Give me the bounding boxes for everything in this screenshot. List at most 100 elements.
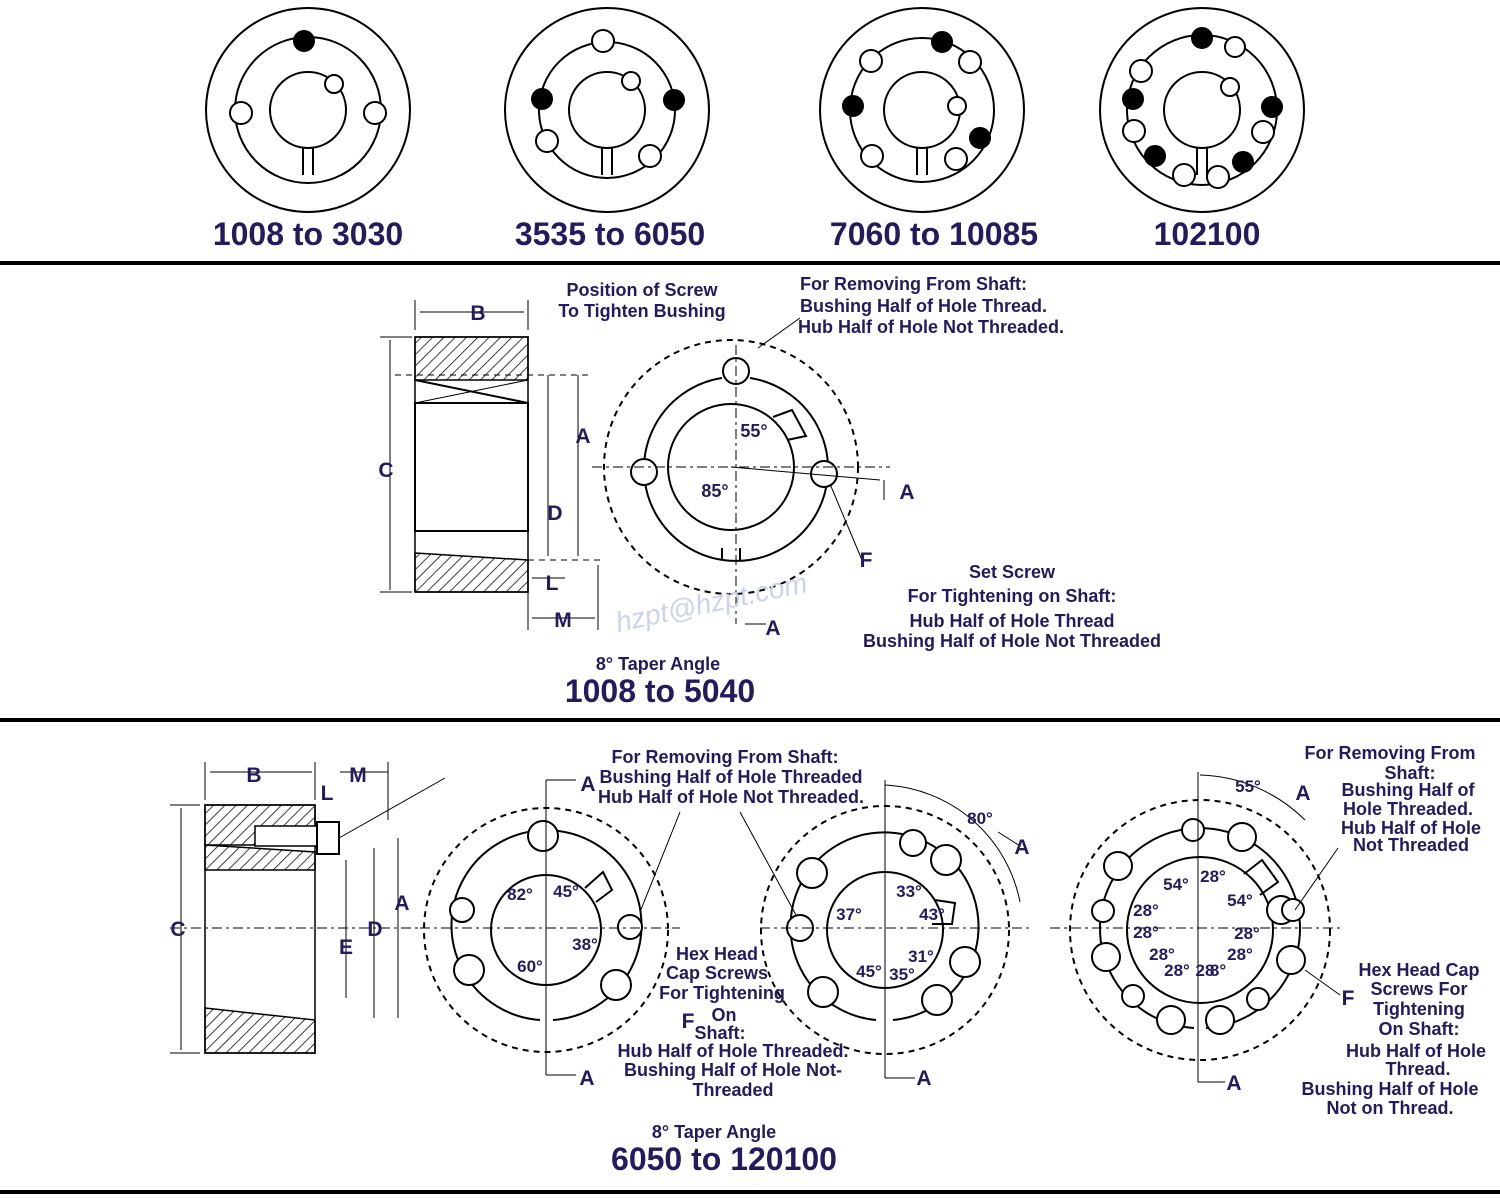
removing-label-2: Bushing Half of Hole Thread. [800, 296, 1047, 316]
side-section-view-large [170, 762, 446, 1054]
screw-position-label-2: To Tighten Bushing [558, 301, 725, 321]
set-screw-label-3: Hub Half of Hole Thread [909, 611, 1114, 631]
angle-28-e: 28° [1227, 945, 1253, 964]
range-label-6050-120100: 6050 to 120100 [611, 1141, 837, 1177]
hex-right-2: Screws For [1370, 979, 1467, 999]
taper-angle-label-bottom: 8° Taper Angle [652, 1122, 776, 1142]
angle-28-d: 28° [1149, 945, 1175, 964]
section-mark-a-bottom-2: A [916, 1067, 931, 1090]
hex-center-4: On [712, 1005, 737, 1025]
bushing-face-3535-6050 [504, 7, 710, 213]
hex-right-1: Hex Head Cap [1358, 960, 1479, 980]
hex-center-7: Bushing Half of Hole Not- [624, 1060, 842, 1080]
front-view-small [592, 317, 890, 625]
dim-label-l-large: L [321, 782, 334, 805]
angle-80: 80° [967, 809, 993, 828]
caption-7060-10085: 7060 to 10085 [830, 216, 1038, 252]
section-mark-a-bottom-1: A [579, 1067, 594, 1090]
section-mark-a-top-2: A [1014, 836, 1029, 859]
angle-60: 60° [517, 957, 543, 976]
set-screw-label-4: Bushing Half of Hole Not Threaded [863, 631, 1161, 651]
angle-28-g: 28 [1196, 961, 1215, 980]
section-mark-a-bottom-3: A [1226, 1072, 1241, 1095]
hex-right-6: Thread. [1385, 1059, 1450, 1079]
angle-54-left: 54° [1163, 875, 1189, 894]
dim-label-b-large: B [246, 764, 261, 787]
removing-label-1: For Removing From Shaft: [800, 274, 1027, 294]
caption-1008-3030: 1008 to 3030 [213, 216, 403, 252]
front-view-6-screw [760, 780, 1030, 1079]
set-screw-label-2: For Tightening on Shaft: [908, 586, 1117, 606]
section-mark-a-right: A [899, 481, 914, 504]
taper-angle-label-mid: 8° Taper Angle [596, 654, 720, 674]
dim-label-d: D [547, 502, 562, 525]
angle-28-c: 28° [1234, 924, 1260, 943]
set-screw-label-1: Set Screw [969, 562, 1056, 582]
dim-label-b: B [470, 302, 485, 325]
section-mark-a-top-3: A [1295, 782, 1310, 805]
removing-right-1: For Removing From [1304, 743, 1475, 763]
side-section-view-small [380, 300, 600, 630]
dim-label-m-large: M [349, 764, 367, 787]
removing-center-1: For Removing From Shaft: [611, 747, 838, 767]
removing-label-3: Hub Half of Hole Not Threaded. [798, 317, 1064, 337]
hex-right-8: Not on Thread. [1327, 1098, 1454, 1118]
hex-center-2: Cap Screws [666, 963, 768, 983]
angle-8: 8° [1210, 961, 1226, 980]
dim-label-c: C [378, 459, 393, 482]
hex-center-3: For Tightening [659, 983, 785, 1003]
hex-right-7: Bushing Half of Hole [1302, 1079, 1479, 1099]
removing-center-2: Bushing Half of Hole Threaded [599, 767, 862, 787]
caption-3535-6050: 3535 to 6050 [515, 216, 705, 252]
hex-center-8: Threaded [692, 1080, 773, 1100]
angle-82: 82° [507, 885, 533, 904]
removing-right-6: Not Threaded [1353, 835, 1469, 855]
angle-55: 55° [740, 421, 767, 441]
angle-43: 43° [919, 905, 945, 924]
angle-31: 31° [908, 947, 934, 966]
hex-center-5: Shaft: [695, 1023, 746, 1043]
removing-right-3: Bushing Half of [1342, 780, 1476, 800]
dim-label-l: L [546, 572, 559, 595]
bushing-face-1008-3030 [205, 7, 411, 213]
dim-label-e: E [339, 936, 353, 959]
hex-right-5: Hub Half of Hole [1346, 1041, 1486, 1061]
dim-label-c-large: C [170, 918, 185, 941]
dim-label-a-large: A [394, 892, 409, 915]
front-view-3-screw [420, 779, 797, 1076]
angle-85: 85° [701, 481, 728, 501]
angle-33: 33° [896, 882, 922, 901]
angle-37: 37° [836, 905, 862, 924]
section-mark-a-bottom: A [765, 617, 780, 640]
bushing-face-102100 [1099, 7, 1305, 213]
angle-55-right: 55° [1235, 777, 1261, 796]
section-mark-a-top-1: A [580, 773, 595, 796]
angle-45-mid: 45° [856, 962, 882, 981]
bushing-face-7060-10085 [819, 7, 1025, 213]
angle-45-left: 45° [553, 882, 579, 901]
removing-right-2: Shaft: [1385, 763, 1436, 783]
hex-right-4: On Shaft: [1379, 1019, 1460, 1039]
removing-center-3: Hub Half of Hole Not Threaded. [598, 787, 864, 807]
angle-28-top: 28° [1200, 867, 1226, 886]
label-f: F [860, 549, 873, 572]
dim-label-a: A [575, 425, 590, 448]
range-label-1008-5040: 1008 to 5040 [565, 673, 755, 709]
screw-position-label-1: Position of Screw [566, 280, 718, 300]
caption-102100: 102100 [1154, 216, 1261, 252]
angle-28-a: 28° [1133, 901, 1159, 920]
angle-54-right: 54° [1227, 891, 1253, 910]
hex-right-3: Tightening [1373, 999, 1465, 1019]
label-f-center: F [682, 1010, 695, 1033]
angle-28-f: 28° [1164, 961, 1190, 980]
dim-label-m: M [554, 609, 572, 632]
label-f-right: F [1342, 987, 1355, 1010]
angle-28-b: 28° [1133, 923, 1159, 942]
front-view-12-screw [1050, 772, 1341, 1083]
angle-38: 38° [572, 935, 598, 954]
removing-right-4: Hole Threaded. [1343, 799, 1473, 819]
removing-right-5: Hub Half of Hole [1341, 818, 1481, 838]
dim-label-d-large: D [367, 918, 382, 941]
angle-35: 35° [889, 965, 915, 984]
